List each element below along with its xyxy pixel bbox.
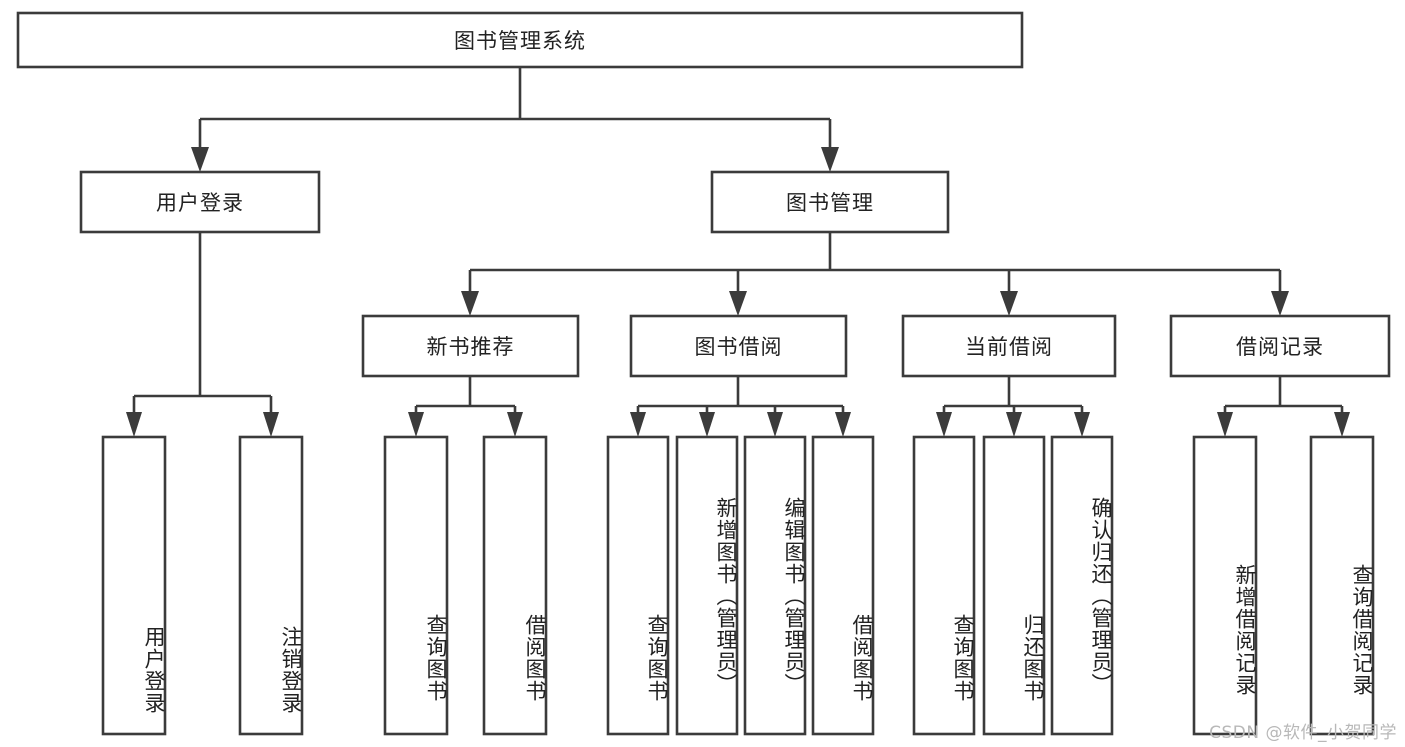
leaf-add-book-box[interactable] (675, 435, 739, 736)
arrow-bb-to-leaf-4 (835, 412, 851, 437)
arrow-cb-to-leaf-3 (1074, 412, 1090, 437)
arrow-ul-to-leaf-1 (126, 412, 142, 437)
leaf-query-book-1-box[interactable] (383, 435, 449, 736)
arrow-cb-to-leaf-1 (936, 412, 952, 437)
node-current-borrow-box[interactable] (901, 314, 1117, 378)
arrow-ul-to-leaf-2 (263, 412, 279, 437)
leaf-confirm-return-box[interactable] (1050, 435, 1114, 736)
arrow-br-to-leaf-1 (1217, 412, 1233, 437)
arrow-bb-to-leaf-3 (767, 412, 783, 437)
arrow-bm-to-book-borrow (729, 291, 747, 316)
node-root-box[interactable] (16, 11, 1024, 69)
arrow-bm-to-borrow-record (1271, 291, 1289, 316)
arrow-bm-to-new-book-rec (461, 291, 479, 316)
arrow-nbr-to-leaf-1 (408, 412, 424, 437)
csdn-watermark: CSDN @软件_小贺同学 (1209, 723, 1397, 743)
leaf-return-book-box[interactable] (982, 435, 1046, 736)
leaf-edit-book-box[interactable] (743, 435, 807, 736)
node-book-borrow-box[interactable] (629, 314, 848, 378)
leaf-user-logout-box[interactable] (238, 435, 304, 736)
leaf-query-book-3-box[interactable] (912, 435, 976, 736)
leaf-user-login-box[interactable] (101, 435, 167, 736)
arrow-bb-to-leaf-1 (630, 412, 646, 437)
node-new-book-rec-box[interactable] (361, 314, 580, 378)
node-borrow-record-box[interactable] (1169, 314, 1391, 378)
leaf-borrow-book-2-box[interactable] (811, 435, 875, 736)
leaf-add-record-box[interactable] (1192, 435, 1258, 736)
leaf-borrow-book-1-box[interactable] (482, 435, 548, 736)
arrow-nbr-to-leaf-2 (507, 412, 523, 437)
node-user-login-box[interactable] (79, 170, 321, 234)
node-book-manage-box[interactable] (710, 170, 950, 234)
arrow-root-to-user-login (191, 147, 209, 172)
leaf-query-book-2-box[interactable] (606, 435, 670, 736)
leaf-query-record-box[interactable] (1309, 435, 1375, 736)
arrow-bb-to-leaf-2 (699, 412, 715, 437)
arrow-bm-to-current-borrow (1000, 291, 1018, 316)
arrow-cb-to-leaf-2 (1006, 412, 1022, 437)
arrow-root-to-book-manage (821, 147, 839, 172)
arrow-br-to-leaf-2 (1334, 412, 1350, 437)
